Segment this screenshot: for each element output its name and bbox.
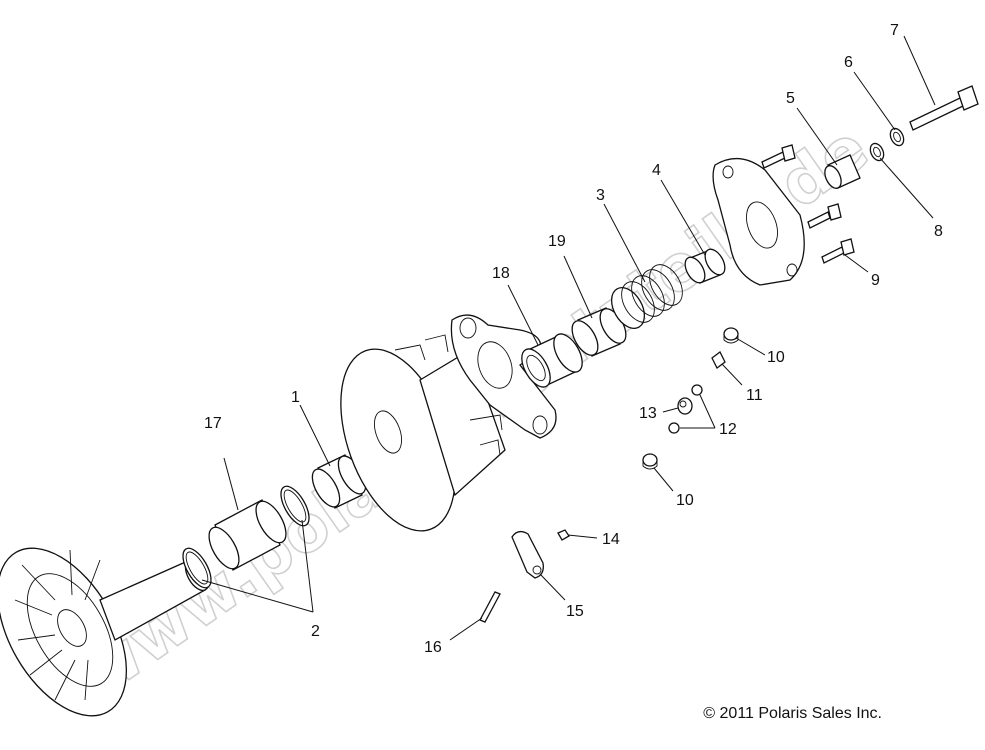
washer-part-12a xyxy=(691,384,703,396)
callout-8: 8 xyxy=(934,223,943,240)
callout-5: 5 xyxy=(786,90,795,107)
callout-11: 11 xyxy=(746,387,763,404)
roller-part-13 xyxy=(677,397,693,415)
bushing-part-17 xyxy=(208,499,287,571)
callout-7: 7 xyxy=(890,22,899,39)
leader-lines xyxy=(201,35,936,641)
ring-part-2a xyxy=(182,547,212,589)
bushing-part-18 xyxy=(521,333,583,388)
callout-10-top: 10 xyxy=(767,349,785,366)
washer-part-12b xyxy=(668,422,680,434)
callout-17: 17 xyxy=(204,415,222,432)
moveable-sheave-part xyxy=(340,334,506,532)
callout-6: 6 xyxy=(844,54,853,71)
bolt-part-9c xyxy=(821,238,855,264)
callout-1: 1 xyxy=(291,389,300,406)
bushing-part-4 xyxy=(684,248,726,284)
callout-3: 3 xyxy=(596,187,605,204)
callout-16: 16 xyxy=(424,639,442,656)
ring-part-2b xyxy=(280,485,310,527)
washer-part-6 xyxy=(889,127,905,147)
copyright-text: © 2011 Polaris Sales Inc. xyxy=(703,705,882,722)
bolt-part-7 xyxy=(909,85,979,131)
callout-4: 4 xyxy=(652,162,661,179)
callout-18: 18 xyxy=(492,265,510,282)
pin-part-16 xyxy=(479,591,501,623)
ring-part-19 xyxy=(571,307,627,357)
cap-part-10b xyxy=(642,453,658,470)
nut-part-14 xyxy=(557,529,570,541)
bushing-part-1 xyxy=(311,454,367,509)
bolt-part-9b xyxy=(807,203,842,229)
callout-9: 9 xyxy=(871,272,880,289)
spider-part xyxy=(450,314,557,439)
weight-part-15 xyxy=(511,530,544,579)
callout-12: 12 xyxy=(719,421,737,438)
cover-part xyxy=(712,158,805,286)
callout-15: 15 xyxy=(566,603,584,620)
bolt-part-9a xyxy=(761,144,796,169)
callout-13: 13 xyxy=(639,405,657,422)
callout-14: 14 xyxy=(602,531,620,548)
pin-part-11 xyxy=(711,351,726,369)
callout-10-bottom: 10 xyxy=(676,492,694,509)
washer-part-8 xyxy=(869,142,885,162)
callout-2: 2 xyxy=(311,623,320,640)
callout-19: 19 xyxy=(548,233,566,250)
spring-part-3 xyxy=(610,264,683,329)
cap-part-10a xyxy=(723,327,739,344)
